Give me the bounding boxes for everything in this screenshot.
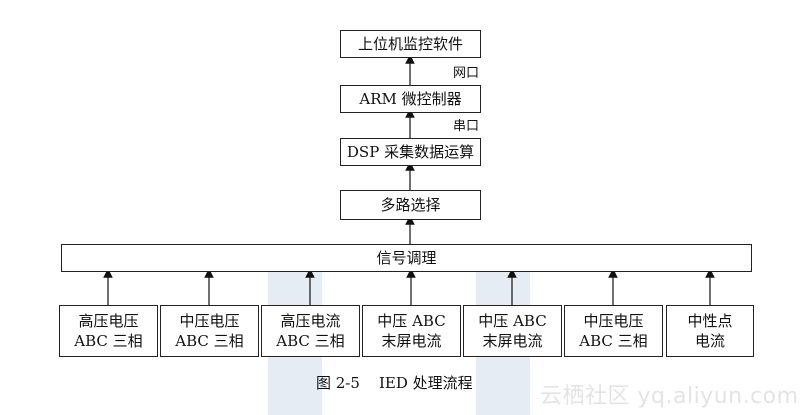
- input-line1: 中压电压: [583, 311, 644, 330]
- watermark-text: 云栖社区 yq.aliyun.com: [540, 384, 799, 409]
- input-line1: 中压 ABC: [377, 311, 446, 330]
- multiplexer-box: 多路选择: [340, 190, 481, 220]
- input-line2: ABC 三相: [74, 332, 143, 350]
- input-line1: 中性点: [687, 311, 733, 330]
- input-line1: 中压 ABC: [478, 311, 547, 330]
- input-line2: ABC 三相: [276, 332, 345, 350]
- figure-caption: 图 2-5 IED 处理流程: [316, 374, 473, 392]
- signal-conditioning-box: 信号调理: [61, 244, 752, 272]
- input-box-mv-voltage-2: 中压电压 ABC 三相: [564, 305, 663, 357]
- serial-port-label: 串口: [453, 119, 480, 134]
- input-box-neutral-current: 中性点 电流: [666, 305, 754, 357]
- monitoring-software-box: 上位机监控软件: [340, 30, 481, 58]
- input-line2: ABC 三相: [579, 332, 648, 350]
- input-line2: ABC 三相: [175, 332, 244, 350]
- input-box-hv-voltage: 高压电压 ABC 三相: [59, 305, 158, 357]
- input-line1: 中压电压: [179, 311, 240, 330]
- input-box-mv-tap-current-b: 中压 ABC 末屏电流: [463, 305, 562, 357]
- input-box-mv-voltage: 中压电压 ABC 三相: [160, 305, 259, 357]
- dsp-box: DSP 采集数据运算: [340, 138, 481, 166]
- input-line2: 末屏电流: [381, 332, 442, 350]
- network-port-label: 网口: [453, 66, 480, 81]
- input-line1: 高压电流: [280, 311, 341, 330]
- arm-controller-box: ARM 微控制器: [340, 85, 481, 113]
- input-line2: 末屏电流: [482, 332, 543, 350]
- input-line2: 电流: [694, 332, 725, 350]
- input-box-mv-tap-current-a: 中压 ABC 末屏电流: [362, 305, 461, 357]
- input-line1: 高压电压: [78, 311, 139, 330]
- input-box-hv-current: 高压电流 ABC 三相: [261, 305, 360, 357]
